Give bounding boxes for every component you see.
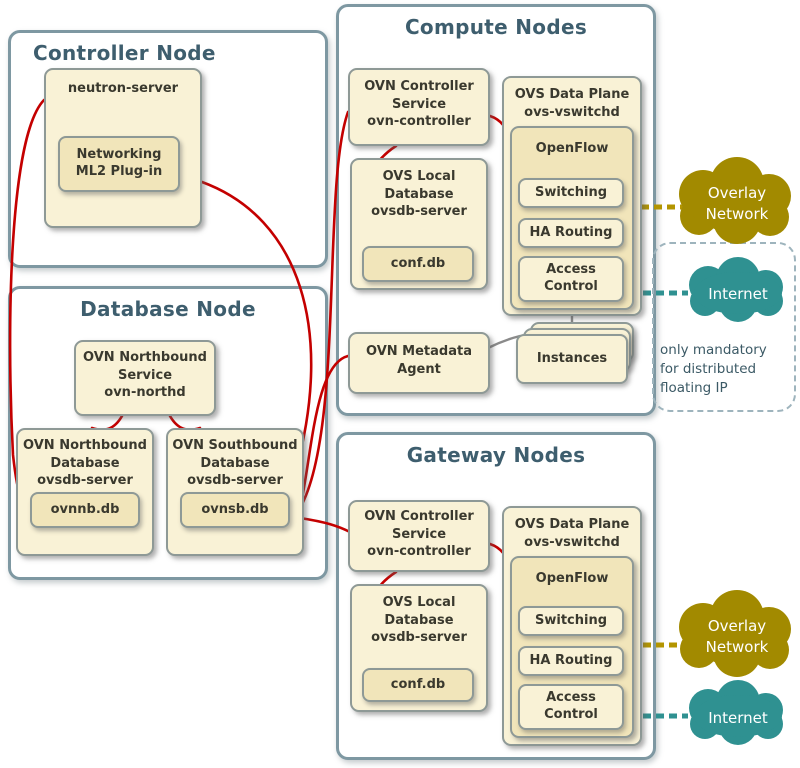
compute-local-database-label: OVS Local Database ovsdb-server: [371, 169, 467, 220]
compute-local-database-box: OVS Local Database ovsdb-server conf.db: [350, 158, 488, 290]
ovnnb-db-box: ovnnb.db: [30, 492, 140, 528]
gateway-local-database-box: OVS Local Database ovsdb-server conf.db: [350, 584, 488, 712]
southbound-database-label: OVN Southbound Database ovsdb-server: [172, 438, 298, 489]
gateway-data-plane-label: OVS Data Plane ovs-vswitchd: [514, 517, 630, 550]
neutron-server-label: neutron-server: [67, 81, 179, 96]
northbound-database-box: OVN Northbound Database ovsdb-server ovn…: [16, 428, 154, 556]
gateway-ovn-controller-box: OVN Controller Service ovn-controller: [348, 500, 490, 572]
metadata-agent-label: OVN Metadata Agent: [366, 344, 472, 377]
controller-node-title: Controller Node: [33, 41, 216, 65]
ml2-plugin-box: Networking ML2 Plug-in: [58, 136, 180, 192]
gateway-local-database-label: OVS Local Database ovsdb-server: [371, 595, 467, 646]
neutron-server-box: neutron-server Networking ML2 Plug-in: [44, 68, 202, 228]
floating-ip-note: only mandatory for distributed floating …: [660, 342, 767, 396]
gateway-ha-routing-box: HA Routing: [518, 646, 624, 676]
metadata-agent-box: OVN Metadata Agent: [348, 332, 490, 394]
instances-box: Instances: [516, 334, 628, 384]
compute-ha-routing-box: HA Routing: [518, 218, 624, 248]
gateway-switching-box: Switching: [518, 606, 624, 636]
gateway-openflow-box: OpenFlow Switching HA Routing Access Con…: [510, 556, 634, 738]
gateway-ovn-controller-label: OVN Controller Service ovn-controller: [364, 509, 474, 560]
ovn-northd-box: OVN Northbound Service ovn-northd: [74, 340, 216, 416]
compute-access-control-box: Access Control: [518, 256, 624, 302]
gateway-nodes-title: Gateway Nodes: [406, 443, 586, 467]
gateway-data-plane-box: OVS Data Plane ovs-vswitchd OpenFlow Swi…: [502, 506, 642, 746]
compute-overlay-cloud-label: Overlay Network: [705, 184, 769, 223]
compute-openflow-label: OpenFlow: [535, 141, 609, 156]
compute-openflow-box: OpenFlow Switching HA Routing Access Con…: [510, 126, 634, 310]
compute-ovn-controller-box: OVN Controller Service ovn-controller: [348, 68, 490, 146]
compute-switching-box: Switching: [518, 178, 624, 208]
gateway-openflow-label: OpenFlow: [535, 571, 609, 586]
compute-nodes-title: Compute Nodes: [404, 15, 588, 39]
southbound-database-box: OVN Southbound Database ovsdb-server ovn…: [166, 428, 304, 556]
compute-data-plane-box: OVS Data Plane ovs-vswitchd OpenFlow Swi…: [502, 76, 642, 316]
compute-conf-db-box: conf.db: [362, 246, 474, 282]
gateway-internet-cloud-label: Internet: [708, 709, 768, 727]
northbound-database-label: OVN Northbound Database ovsdb-server: [23, 438, 147, 489]
database-node-title: Database Node: [80, 297, 256, 321]
ovn-northd-label: OVN Northbound Service ovn-northd: [83, 350, 207, 401]
gateway-conf-db-box: conf.db: [362, 668, 474, 702]
ovnsb-db-box: ovnsb.db: [180, 492, 290, 528]
compute-internet-cloud-label: Internet: [708, 285, 768, 303]
compute-data-plane-label: OVS Data Plane ovs-vswitchd: [514, 87, 630, 120]
gateway-access-control-box: Access Control: [518, 684, 624, 730]
gateway-overlay-cloud-label: Overlay Network: [705, 617, 769, 656]
compute-ovn-controller-label: OVN Controller Service ovn-controller: [364, 79, 474, 130]
